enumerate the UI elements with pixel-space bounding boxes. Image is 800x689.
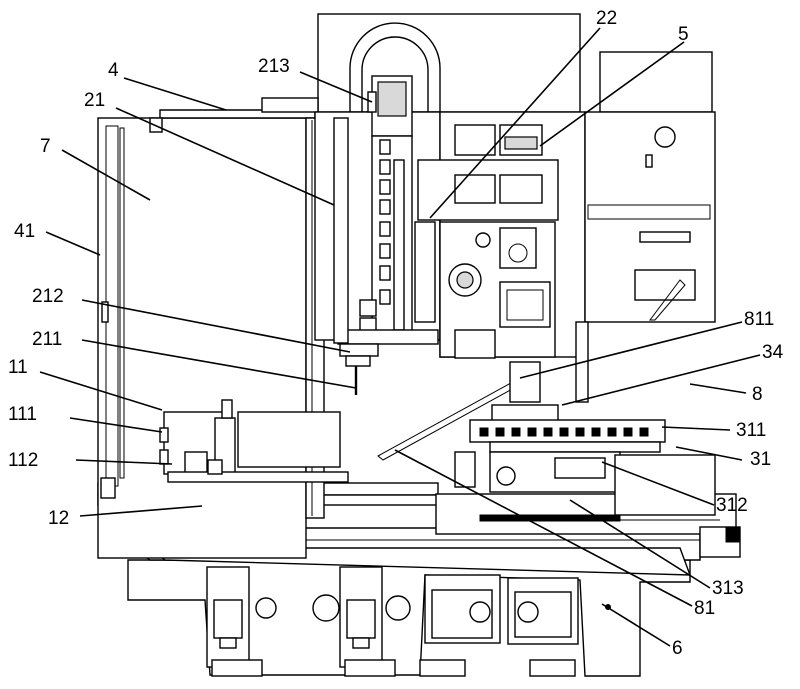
label-41: 41 [14,221,35,242]
label-313: 313 [712,578,744,599]
leader-8 [690,384,746,393]
label-11: 11 [8,357,28,378]
label-21: 21 [84,90,105,111]
label-12: 12 [48,508,69,529]
label-212: 212 [32,286,64,307]
label-8: 8 [752,384,763,405]
label-312: 312 [716,495,748,516]
leader-4 [124,78,226,110]
label-112: 112 [8,450,38,471]
machine-base [128,560,690,676]
label-31: 31 [750,449,771,470]
leader-34 [562,355,760,405]
label-34: 34 [762,342,784,363]
label-211: 211 [32,329,62,350]
label-22: 22 [596,8,617,29]
label-81: 81 [694,598,715,619]
label-811: 811 [744,309,774,330]
label-7: 7 [40,136,51,157]
enclosure-door [98,110,324,558]
label-111: 111 [8,404,37,425]
label-213: 213 [258,56,290,77]
label-311: 311 [736,420,766,441]
leader-311 [662,427,730,430]
label-5: 5 [678,24,689,45]
label-6: 6 [672,638,683,659]
leader-41 [46,232,100,255]
label-4: 4 [108,60,119,81]
